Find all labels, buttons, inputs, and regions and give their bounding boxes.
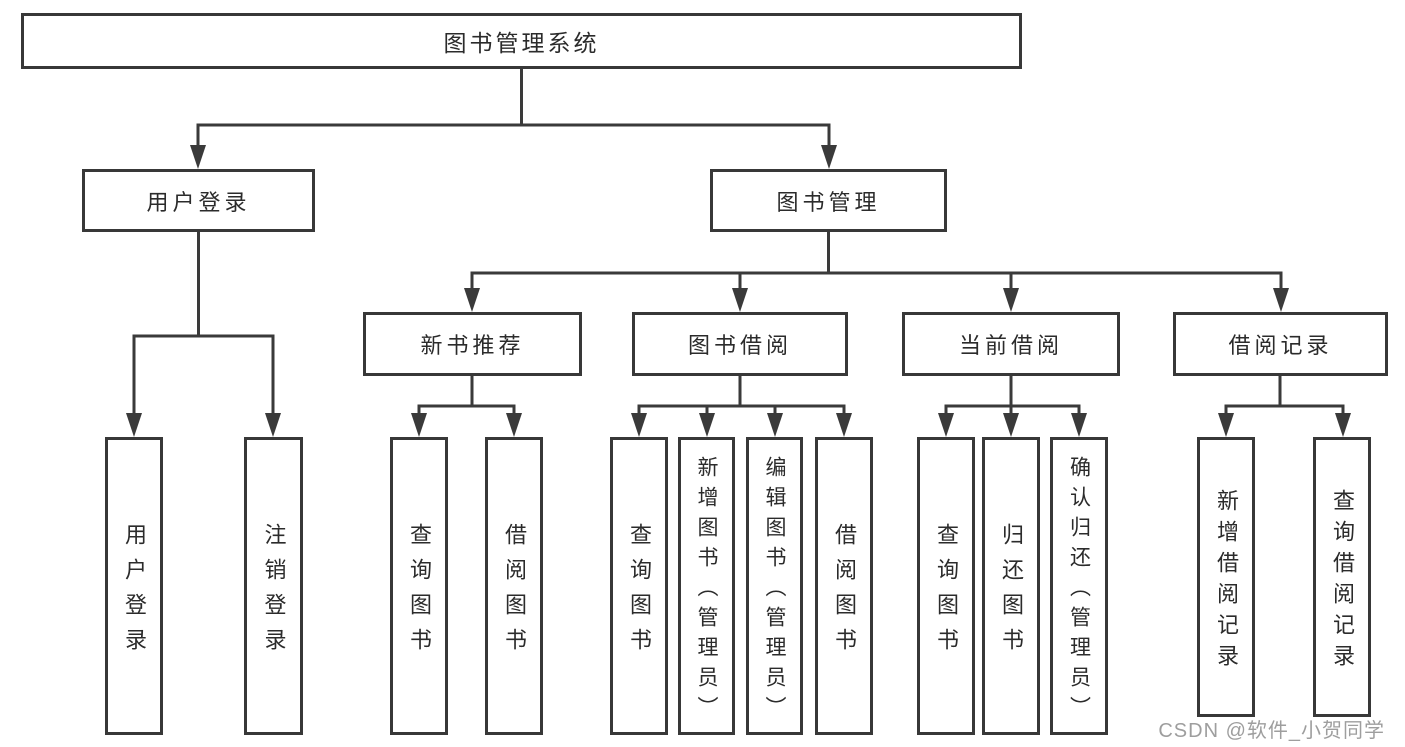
node-new-book-recommend: 新书推荐 xyxy=(363,312,582,376)
node-label: 当前借阅 xyxy=(958,333,1063,358)
node-book-borrow: 图书借阅 xyxy=(632,312,848,376)
leaf-user-login: 用户登录 xyxy=(105,437,163,735)
leaf-add-borrow-record: 新增借阅记录 xyxy=(1197,437,1255,717)
node-label: 借阅图书 xyxy=(502,522,527,663)
node-label: 用户登录 xyxy=(146,189,251,215)
leaf-query-borrow-record: 查询借阅记录 xyxy=(1313,437,1371,717)
node-label: 查询图书 xyxy=(407,522,432,663)
leaf-logout: 注销登录 xyxy=(244,437,303,735)
node-label: 新书推荐 xyxy=(420,333,525,358)
leaf-borrow-books-recommend: 借阅图书 xyxy=(485,437,543,735)
node-label: 查询图书 xyxy=(627,522,652,663)
node-label: 注销登录 xyxy=(261,522,287,663)
leaf-query-books-current: 查询图书 xyxy=(917,437,975,735)
leaf-edit-book-admin: 编辑图书（管理员） xyxy=(746,437,803,735)
node-current-borrow: 当前借阅 xyxy=(902,312,1120,376)
node-label: 查询图书 xyxy=(934,522,959,663)
node-label: 确认归还（管理员） xyxy=(1067,455,1091,726)
node-label: 图书管理 xyxy=(776,189,881,215)
leaf-confirm-return-admin: 确认归还（管理员） xyxy=(1050,437,1108,735)
node-label: 查询借阅记录 xyxy=(1330,488,1355,675)
node-book-management-module: 图书管理 xyxy=(710,169,947,232)
node-label: 借阅记录 xyxy=(1228,333,1333,358)
node-label: 编辑图书（管理员） xyxy=(763,455,786,726)
node-label: 新增借阅记录 xyxy=(1214,488,1239,675)
leaf-borrow-books: 借阅图书 xyxy=(815,437,873,735)
leaf-query-books-borrow: 查询图书 xyxy=(610,437,668,735)
leaf-return-book: 归还图书 xyxy=(982,437,1040,735)
leaf-query-books-recommend: 查询图书 xyxy=(390,437,448,735)
node-borrow-record: 借阅记录 xyxy=(1173,312,1388,376)
node-user-login-module: 用户登录 xyxy=(82,169,315,232)
node-root-library-system: 图书管理系统 xyxy=(21,13,1022,69)
leaf-add-book-admin: 新增图书（管理员） xyxy=(678,437,735,735)
node-label: 新增图书（管理员） xyxy=(695,455,718,726)
node-label: 归还图书 xyxy=(999,522,1024,663)
node-label: 用户登录 xyxy=(122,522,147,663)
node-label: 图书管理系统 xyxy=(443,30,600,56)
csdn-watermark: CSDN @软件_小贺同学 xyxy=(1158,720,1385,742)
node-label: 图书借阅 xyxy=(687,333,792,358)
node-label: 借阅图书 xyxy=(832,522,857,663)
